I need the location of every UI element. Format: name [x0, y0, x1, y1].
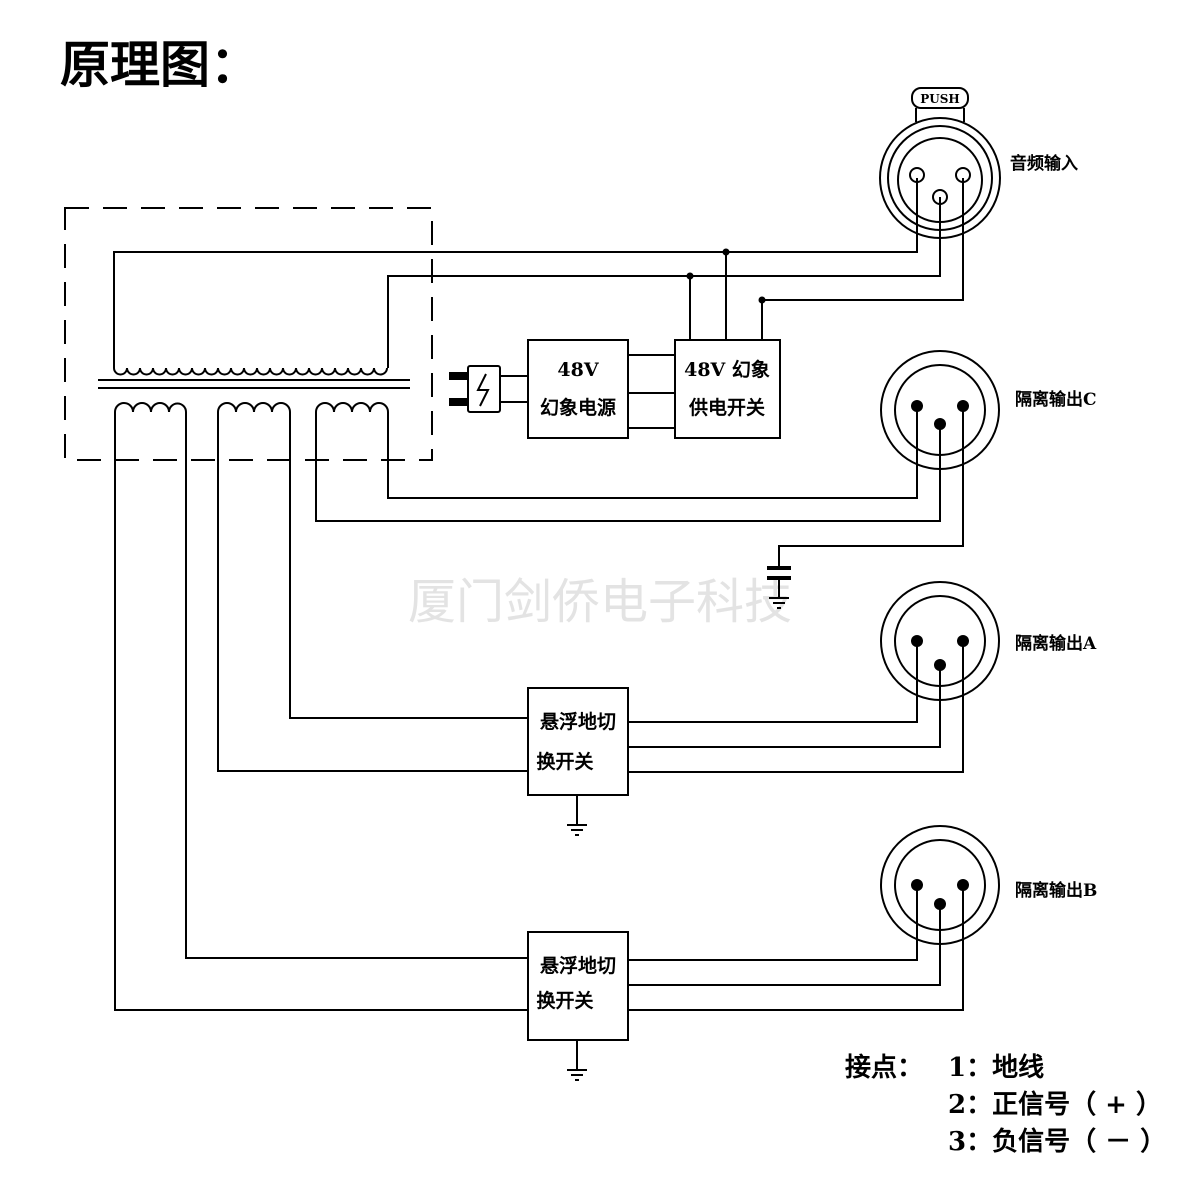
junction-dots	[686, 248, 766, 304]
secondary-winding-b	[114, 402, 187, 413]
ground-lift-a-line1: 悬浮地切	[540, 710, 616, 733]
ground-lift-a-line2: 换开关	[536, 750, 593, 773]
output-a-label: 隔离输出A	[1015, 633, 1097, 654]
push-badge: PUSH	[920, 92, 960, 106]
legend-heading: 接点：	[845, 1052, 923, 1083]
legend-item-positive: 2：正信号（ + ）	[948, 1090, 1162, 1120]
primary-winding	[113, 367, 388, 376]
ground-lift-b-line2: 换开关	[536, 989, 593, 1012]
xlr-output-connector-b	[880, 825, 1000, 945]
xlr-output-connector-c	[880, 350, 1000, 470]
power-supply-line2: 幻象电源	[540, 396, 616, 419]
phantom-switch-line1: 48V 幻象	[684, 358, 770, 381]
xlr-output-connector-a	[880, 581, 1000, 701]
ground-icon	[567, 824, 587, 836]
audio-input-label: 音频输入	[1010, 153, 1078, 174]
phantom-power-supply-block: 48V 幻象电源	[527, 339, 629, 439]
ground-lift-switch-b[interactable]: 悬浮地切 换开关	[527, 931, 629, 1041]
page-title: 原理图：	[60, 35, 260, 94]
ground-lift-switch-a[interactable]: 悬浮地切 换开关	[527, 687, 629, 796]
output-c-label: 隔离输出C	[1015, 389, 1097, 410]
capacitor-symbol	[767, 566, 791, 580]
ground-icon	[769, 597, 789, 609]
ground-lift-b-line1: 悬浮地切	[540, 954, 616, 977]
secondary-winding-a	[217, 402, 291, 413]
phantom-switch-line2: 供电开关	[688, 396, 765, 419]
output-b-label: 隔离输出B	[1015, 880, 1097, 901]
legend-item-ground: 1：地线	[948, 1053, 1044, 1083]
power-plug-icon	[449, 365, 501, 413]
legend-item-negative: 3：负信号（ － ）	[948, 1127, 1166, 1157]
xlr-input-connector	[879, 87, 1001, 239]
transformer-enclosure	[64, 207, 433, 461]
ground-icon	[567, 1069, 587, 1081]
power-supply-line1: 48V	[557, 359, 599, 381]
transformer-core	[98, 379, 410, 389]
phantom-switch-block[interactable]: 48V 幻象 供电开关	[674, 339, 781, 439]
watermark: 厦门剑侨电子科技	[408, 574, 792, 630]
secondary-winding-c	[315, 402, 389, 413]
wiring	[113, 178, 964, 1070]
